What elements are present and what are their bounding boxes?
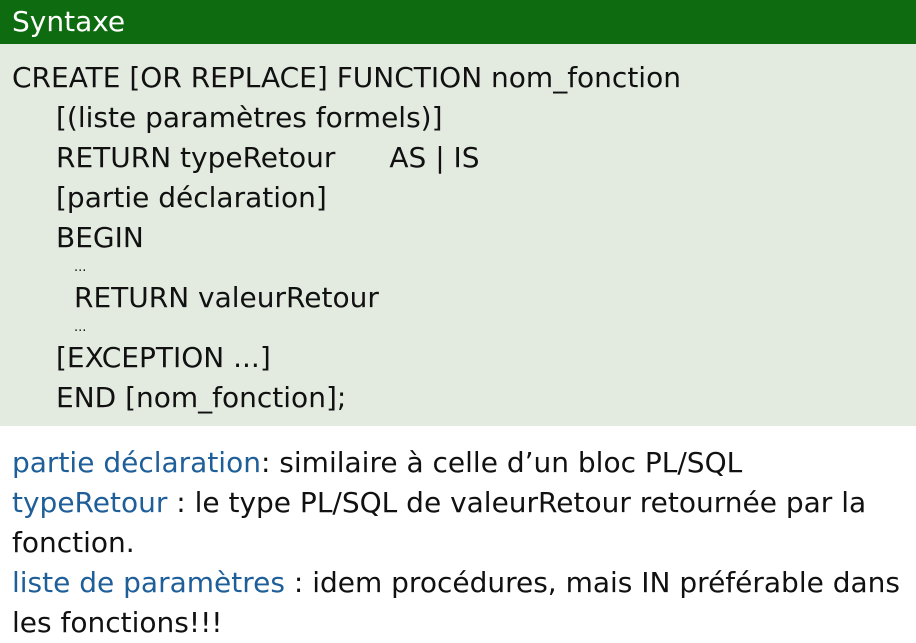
code-line-declaration: [partie déclaration] — [56, 181, 327, 214]
note-text-declaration: : similaire à celle d’un bloc PL/SQL — [260, 446, 743, 479]
code-as-is-text: AS | IS — [389, 141, 480, 174]
explanation-notes: partie déclaration: similaire à celle d’… — [12, 443, 902, 643]
note-text-parameters: : idem procédures, mais IN préférable da… — [12, 566, 900, 639]
syntax-title: Syntaxe — [0, 0, 916, 44]
syntax-block: Syntaxe CREATE [OR REPLACE] FUNCTION nom… — [0, 0, 916, 426]
code-return-type-text: RETURN typeRetour — [56, 141, 336, 174]
code-line-end: END [nom_fonction]; — [56, 381, 347, 414]
code-line-return-type: RETURN typeRetour AS | IS — [12, 138, 902, 178]
code-ellipsis-2: ... — [74, 320, 87, 335]
code-line-create: CREATE [OR REPLACE] FUNCTION nom_fonctio… — [12, 61, 681, 94]
code-line-exception: [EXCEPTION ...] — [56, 341, 271, 374]
code-ellipsis-1: ... — [74, 260, 87, 275]
note-declaration: partie déclaration: similaire à celle d’… — [12, 443, 902, 483]
note-text-return-type: : le type PL/SQL de valeurRetour retourn… — [12, 486, 867, 559]
code-sample: CREATE [OR REPLACE] FUNCTION nom_fonctio… — [12, 58, 902, 418]
code-line-params: [(liste paramètres formels)] — [56, 101, 443, 134]
note-return-type: typeRetour : le type PL/SQL de valeurRet… — [12, 483, 902, 563]
note-parameters: liste de paramètres : idem procédures, m… — [12, 563, 902, 643]
note-term-return-type: typeRetour — [12, 486, 168, 519]
code-line-return-value: RETURN valeurRetour — [74, 281, 379, 314]
note-term-declaration: partie déclaration — [12, 446, 261, 479]
note-term-parameters: liste de paramètres — [12, 566, 285, 599]
code-line-begin: BEGIN — [56, 221, 144, 254]
